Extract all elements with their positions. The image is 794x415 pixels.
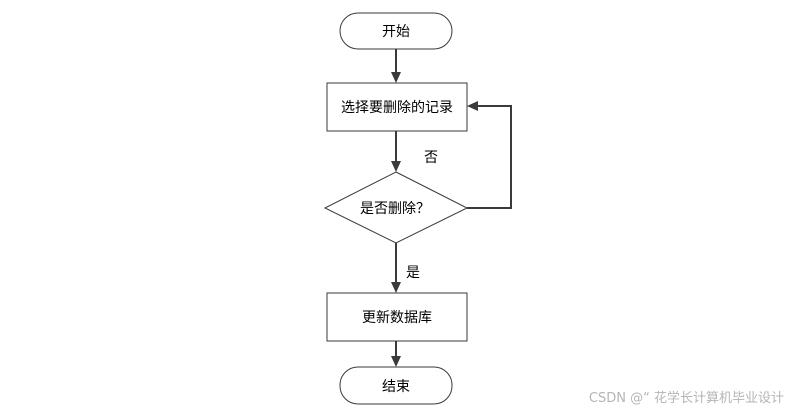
select-record-node-label: 选择要删除的记录 xyxy=(341,100,453,116)
select-record-node-shape xyxy=(326,82,468,132)
end-node-shape xyxy=(339,366,453,405)
arrow-decision-to-update xyxy=(391,243,401,293)
arrow-select-to-decision-head xyxy=(391,161,401,172)
watermark-text: CSDN @“ 花学长计算机毕业设计 xyxy=(588,391,784,406)
start-node-label: 开始 xyxy=(382,24,410,40)
end-node-label: 结束 xyxy=(382,379,410,395)
arrow-loop-back xyxy=(467,101,512,209)
arrow-loop-back-line xyxy=(467,105,512,209)
decision-node: 是否删除？ xyxy=(323,171,469,244)
update-db-node-label: 更新数据库 xyxy=(362,310,432,326)
arrow-start-to-select-head xyxy=(391,72,401,83)
branch-label-yes: 是 xyxy=(406,265,420,281)
arrow-loop-back-head xyxy=(467,101,478,111)
decision-node-label: 是否删除？ xyxy=(360,201,430,217)
select-record-node: 选择要删除的记录 xyxy=(326,82,468,132)
update-db-node: 更新数据库 xyxy=(326,292,468,342)
start-node: 开始 xyxy=(339,12,453,50)
arrow-select-to-decision xyxy=(391,131,401,172)
arrow-decision-to-update-head xyxy=(391,282,401,293)
arrow-start-to-select xyxy=(391,49,401,83)
arrow-update-to-end-head xyxy=(391,356,401,367)
update-db-node-shape xyxy=(326,292,468,342)
branch-label-no: 否 xyxy=(424,150,438,166)
end-node: 结束 xyxy=(339,366,453,405)
arrow-update-to-end xyxy=(391,341,401,367)
